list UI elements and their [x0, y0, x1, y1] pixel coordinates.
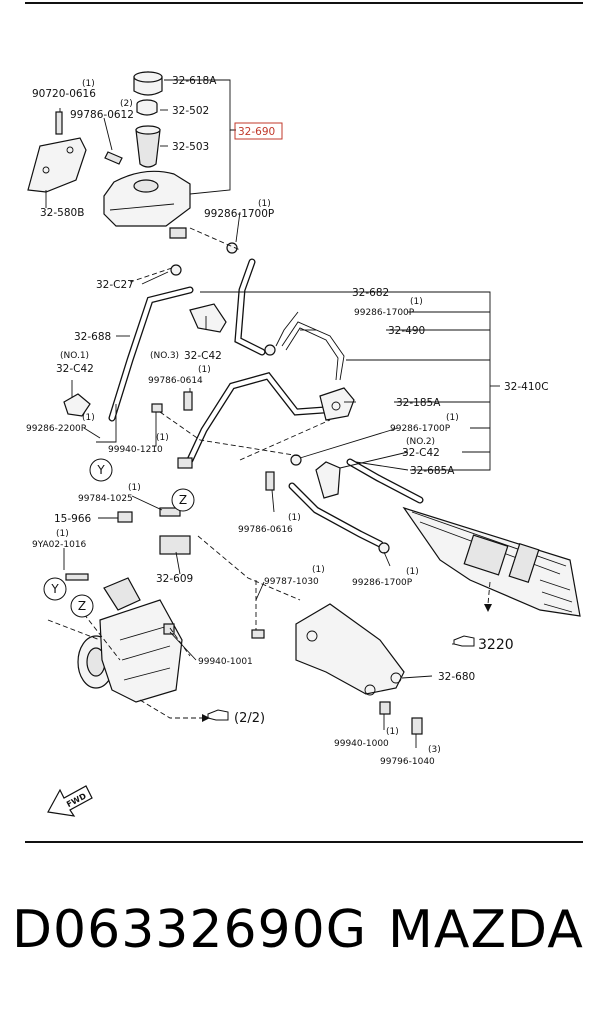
qty-99286-mid: (1)	[410, 297, 423, 307]
label-9YA02-1016: 9YA02-1016	[32, 540, 87, 550]
label-99940-1210: 99940-1210	[108, 445, 163, 455]
bolts-group	[65, 391, 423, 735]
reservoir-tank-part	[103, 170, 191, 239]
ref-hand-icon-3220	[453, 635, 475, 647]
label-99286-1700P-mid: 99286-1700P	[354, 308, 415, 318]
qty-99940-1000: (1)	[386, 727, 399, 737]
label-99796-1040: 99796-1040	[380, 757, 435, 767]
label-32-503: 32-503	[172, 141, 209, 153]
fitting-part	[319, 387, 355, 421]
svg-text:Y: Y	[96, 463, 105, 477]
label-99940-1000: 99940-1000	[334, 739, 389, 749]
reservoir-cap-part	[133, 71, 163, 96]
dashed-guides	[47, 227, 491, 719]
seal-part	[136, 99, 158, 116]
qty-90720: (1)	[82, 79, 95, 89]
label-32-410C: 32-410C	[504, 381, 549, 393]
parts-diagram: (1) 90720-0616 32-618A (2) 32-502 99786-…	[25, 2, 583, 843]
label-no2: (NO.2)	[406, 437, 435, 447]
arrow-right-icon	[202, 714, 210, 722]
qty-99286-r2: (1)	[446, 413, 459, 423]
qty-99286-2200P: (1)	[82, 413, 95, 423]
label-no3: (NO.3)	[150, 351, 179, 361]
qty-99940-1210: (1)	[156, 433, 169, 443]
label-32-618A: 32-618A	[172, 75, 217, 87]
qty-9YA02-1016: (1)	[56, 529, 69, 539]
svg-text:Y: Y	[50, 582, 59, 596]
label-2-2: (2/2)	[234, 711, 265, 726]
label-32-C27: 32-C27	[96, 279, 134, 291]
power-steering-pump-part	[77, 577, 183, 703]
label-32-690: 32-690	[238, 126, 275, 138]
label-32-685A: 32-685A	[410, 465, 455, 477]
footer: D06332690G MAZDA	[0, 890, 600, 980]
callout-z-bottom: Z	[70, 594, 94, 618]
callout-y-top: Y	[89, 458, 113, 482]
label-99286-2200P: 99286-2200P	[26, 424, 87, 434]
svg-text:Z: Z	[179, 493, 187, 507]
label-no1: (NO.1)	[60, 351, 89, 361]
svg-text:Z: Z	[78, 599, 86, 613]
qty-99786-0614: (1)	[198, 365, 211, 375]
label-32-688: 32-688	[74, 331, 111, 343]
clamp-no1-part	[63, 393, 91, 417]
label-32-185A: 32-185A	[396, 397, 441, 409]
label-32-580B: 32-580B	[40, 207, 84, 219]
qty-99786-0612: (2)	[120, 99, 133, 109]
qty-99787-1030: (1)	[312, 565, 325, 575]
label-99786-0616: 99786-0616	[238, 525, 293, 535]
steering-gear-part	[402, 506, 581, 617]
label-90720-0616: 90720-0616	[32, 88, 96, 100]
label-99786-0614: 99786-0614	[148, 376, 203, 386]
ref-hand-icon-2-2	[207, 709, 229, 721]
highlighted-part-box	[234, 122, 283, 140]
label-99286-1700P-bot: 99286-1700P	[352, 578, 413, 588]
label-32-C42-no2: 32-C42	[402, 447, 440, 459]
label-32-609: 32-609	[156, 573, 193, 585]
qty-99796-1040: (3)	[428, 745, 441, 755]
label-99784-1025: 99784-1025	[78, 494, 133, 504]
label-99286-1700P-top: 99286-1700P	[204, 208, 274, 220]
qty-99286-top: (1)	[258, 199, 271, 209]
filter-part	[135, 125, 161, 168]
fwd-arrow-icon: FWD	[47, 785, 93, 817]
label-99286-1700P-r2: 99286-1700P	[390, 424, 451, 434]
qty-99784-1025: (1)	[128, 483, 141, 493]
arrow-down-icon	[484, 604, 492, 612]
label-32-502: 32-502	[172, 105, 209, 117]
qty-99786-0616: (1)	[288, 513, 301, 523]
qty-99286-bot: (1)	[406, 567, 419, 577]
label-3220: 3220	[478, 637, 514, 653]
label-32-C42-no3: 32-C42	[184, 350, 222, 362]
label-32-490: 32-490	[388, 325, 425, 337]
label-32-680: 32-680	[438, 671, 475, 683]
callout-z-top: Z	[171, 488, 195, 512]
part-number-title: D06332690G	[12, 900, 368, 960]
brand-name: MAZDA	[388, 900, 584, 960]
clamp-no3-part	[189, 303, 227, 333]
label-99940-1001: 99940-1001	[198, 657, 253, 667]
label-99786-0612: 99786-0612	[70, 109, 134, 121]
leader-lines	[45, 79, 500, 748]
callout-y-bottom: Y	[43, 577, 67, 601]
pump-bracket-part	[295, 603, 405, 696]
label-15-966: 15-966	[54, 513, 92, 525]
label-99787-1030: 99787-1030	[264, 577, 319, 587]
label-32-C42-no1: 32-C42	[56, 363, 94, 375]
label-32-682: 32-682	[352, 287, 389, 299]
bracket-part	[27, 111, 123, 193]
